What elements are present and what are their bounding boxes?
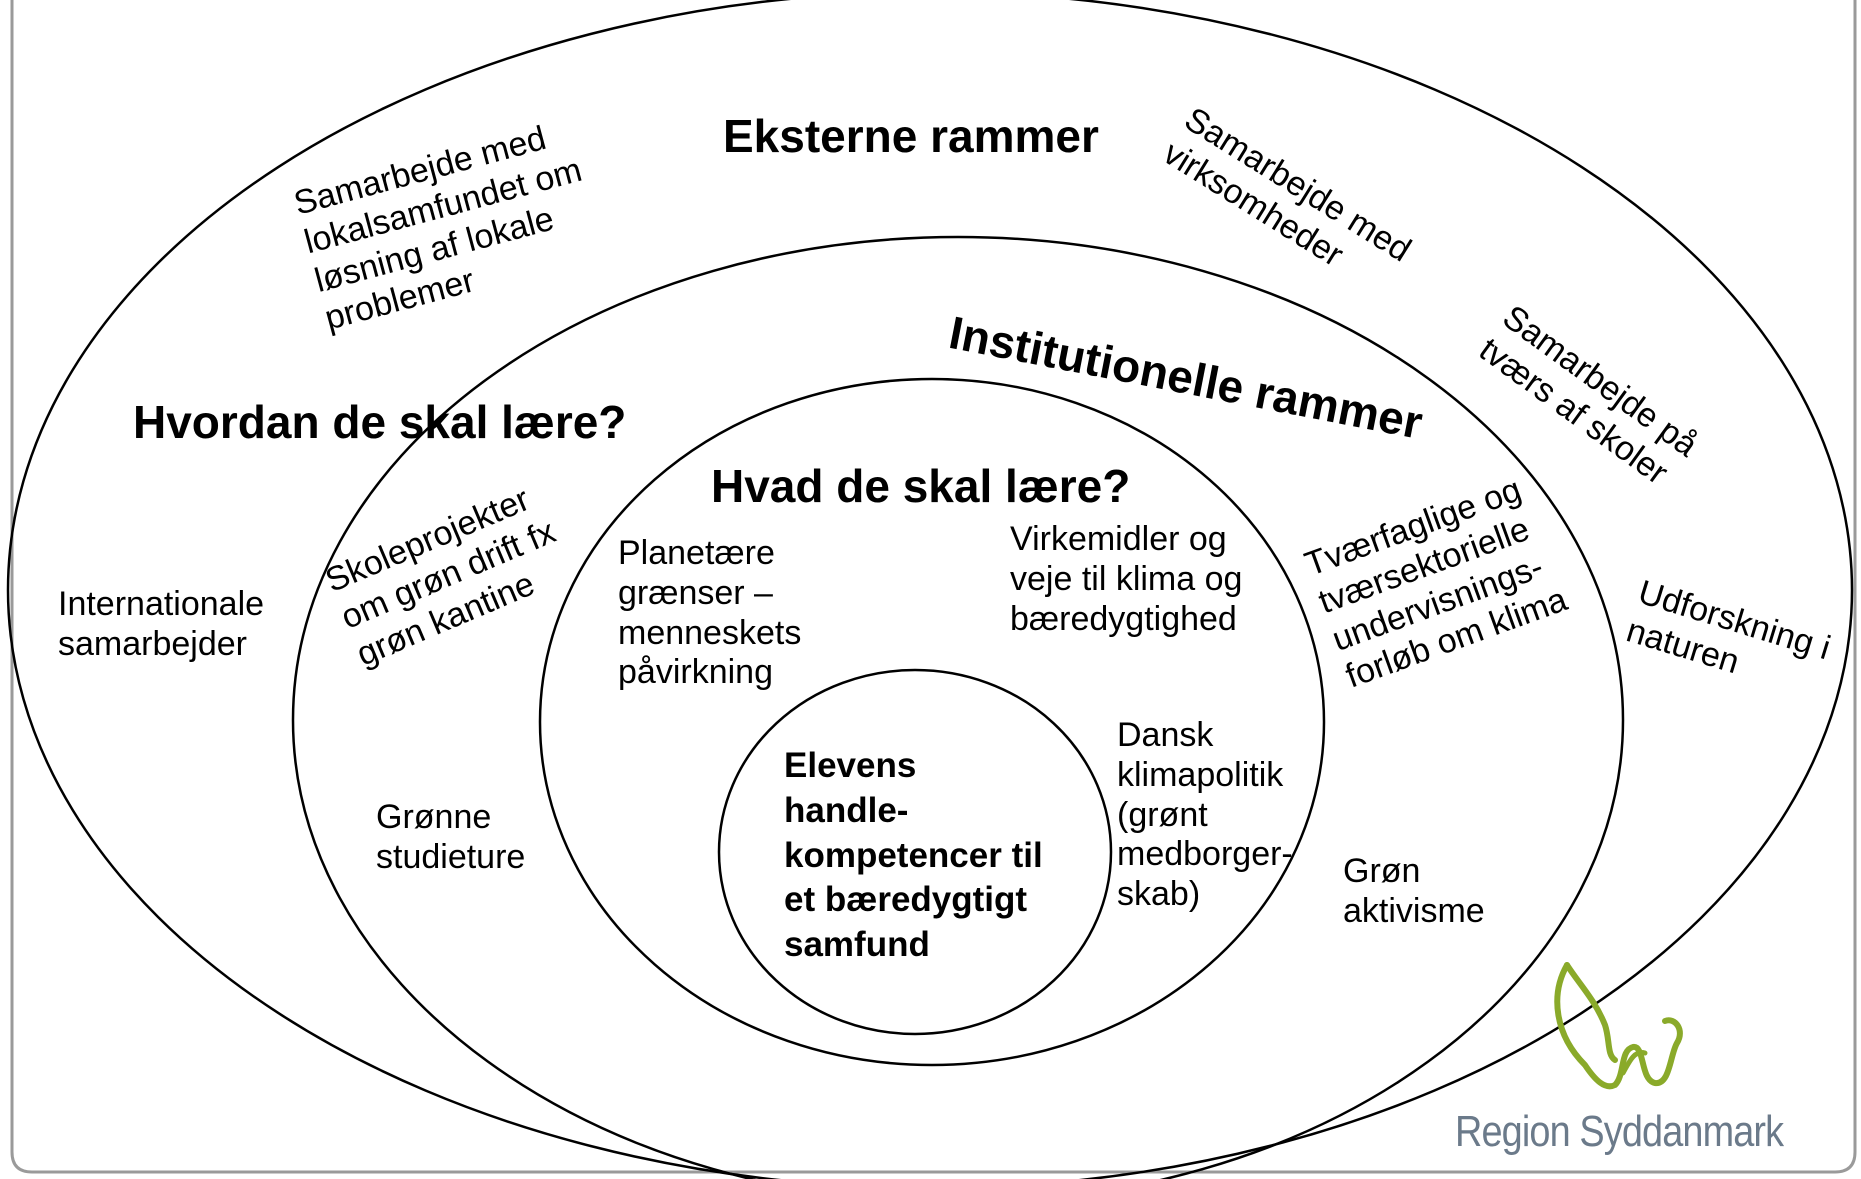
center-ellipse-elev (717, 668, 1113, 1036)
label-line: veje til klima og (1010, 559, 1243, 598)
label-internationale-samarbejder: Internationale samarbejder (58, 585, 264, 665)
logo-mark-icon (1554, 962, 1683, 1090)
label-line: studieture (376, 837, 526, 876)
heading-hvad: Hvad de skal lære? (711, 460, 1131, 512)
label-line: Dansk (1117, 716, 1214, 754)
heading-hvordan: Hvordan de skal lære? (133, 396, 627, 448)
label-line: klimapolitik (1117, 755, 1284, 794)
label-line: aktivisme (1343, 891, 1485, 930)
inner-ellipse-hvad (538, 377, 1326, 1067)
center-label-elevens-kompetencer: Elevens handle- kompetencer til et bæred… (784, 744, 1043, 968)
label-line: skab) (1117, 875, 1201, 914)
center-line: et bæredygtigt (784, 880, 1028, 920)
label-planetaere-graenser: Planetære grænser – menneskets påvirknin… (618, 534, 801, 693)
label-groenne-studieture: Grønne studieture (376, 798, 525, 878)
label-line: grænser – (618, 573, 773, 612)
center-line: samfund (784, 925, 930, 965)
center-line: kompetencer til (784, 835, 1043, 875)
label-dansk-klimapolitik: Dansk klimapolitik (grønt medborger- ska… (1117, 716, 1293, 915)
label-line: medborger- (1117, 835, 1293, 874)
label-line: Virkemidler og (1010, 520, 1227, 558)
center-line: handle- (784, 790, 909, 830)
heading-eksterne-rammer: Eksterne rammer (723, 110, 1099, 162)
outer-ellipse-eksterne (7, 0, 1853, 1179)
center-line: Elevens (784, 746, 917, 785)
label-line: samarbejder (58, 624, 247, 663)
label-line: Grønne (376, 798, 492, 836)
label-line: Internationale (58, 585, 265, 623)
label-groen-aktivisme: Grøn aktivisme (1343, 852, 1485, 932)
label-line: bæredygtighed (1010, 599, 1237, 638)
label-line: Planetære (618, 534, 775, 572)
slide-frame (10, 0, 1857, 1174)
label-line: menneskets (618, 613, 802, 652)
label-line: Grøn (1343, 852, 1421, 890)
region-syddanmark-logo: Region Syddanmark (1455, 955, 1835, 1165)
middle-ellipse-institutionelle (291, 235, 1625, 1179)
logo-text: Region Syddanmark (1455, 1107, 1784, 1156)
label-line: (grønt (1117, 795, 1208, 834)
label-virkemidler: Virkemidler og veje til klima og bæredyg… (1010, 520, 1242, 639)
label-line: påvirkning (618, 653, 773, 692)
